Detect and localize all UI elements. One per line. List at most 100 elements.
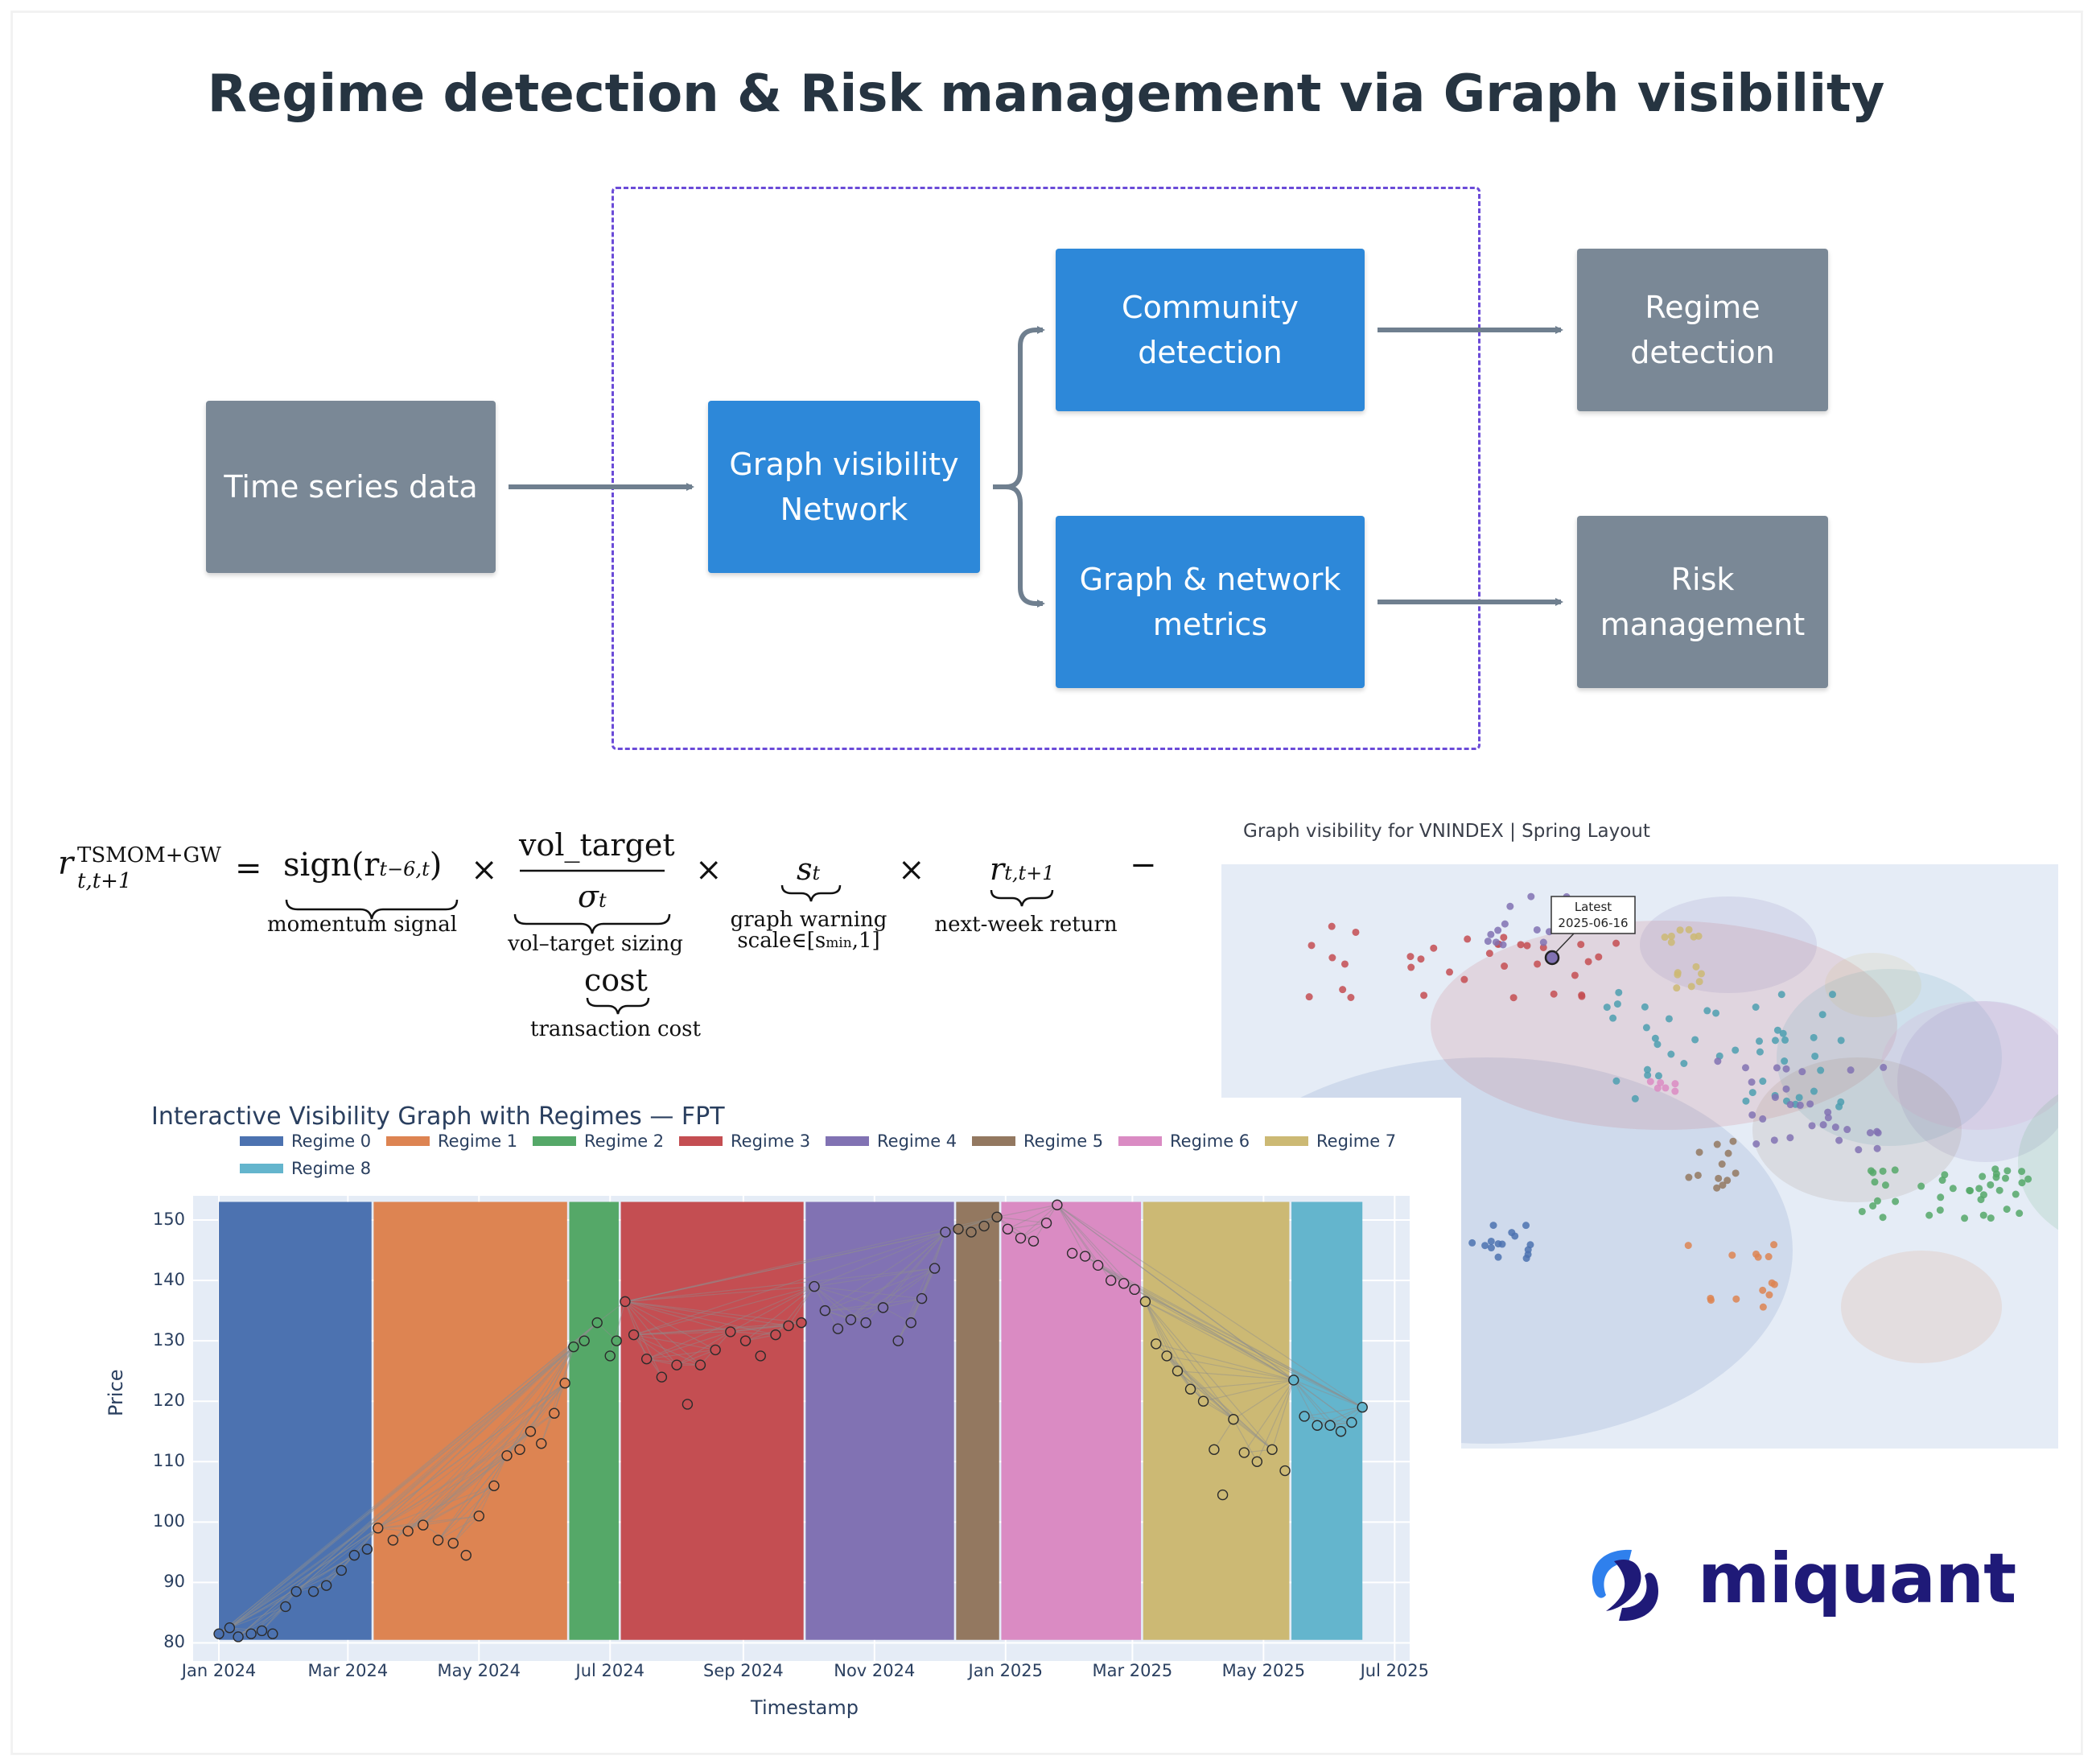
price-point[interactable] bbox=[1105, 1275, 1117, 1286]
price-point[interactable] bbox=[1129, 1284, 1140, 1296]
price-point[interactable] bbox=[1197, 1395, 1209, 1407]
price-point[interactable] bbox=[1251, 1456, 1263, 1467]
price-point[interactable] bbox=[1312, 1420, 1323, 1431]
price-point[interactable] bbox=[1217, 1489, 1229, 1501]
price-point[interactable] bbox=[579, 1335, 590, 1346]
price-point[interactable] bbox=[739, 1335, 752, 1346]
price-point[interactable] bbox=[1209, 1444, 1220, 1455]
price-point[interactable] bbox=[387, 1535, 399, 1546]
price-point[interactable] bbox=[770, 1329, 781, 1341]
price-point[interactable] bbox=[940, 1226, 951, 1238]
price-point[interactable] bbox=[245, 1628, 257, 1639]
price-point[interactable] bbox=[559, 1378, 570, 1389]
price-point[interactable] bbox=[418, 1519, 429, 1531]
legend-item-regime-5[interactable]: Regime 5 bbox=[972, 1131, 1103, 1151]
price-point[interactable] bbox=[432, 1535, 444, 1546]
legend-item-regime-8[interactable]: Regime 8 bbox=[240, 1159, 371, 1178]
legend-item-regime-2[interactable]: Regime 2 bbox=[533, 1131, 664, 1151]
price-point[interactable] bbox=[224, 1622, 236, 1634]
price-point[interactable] bbox=[1266, 1444, 1278, 1455]
price-point[interactable] bbox=[1052, 1199, 1063, 1210]
price-point[interactable] bbox=[447, 1537, 459, 1549]
price-point[interactable] bbox=[233, 1631, 244, 1642]
price-point[interactable] bbox=[1172, 1365, 1184, 1377]
price-point[interactable] bbox=[694, 1359, 706, 1370]
price-point[interactable] bbox=[819, 1304, 831, 1317]
price-point[interactable] bbox=[501, 1450, 513, 1461]
price-point[interactable] bbox=[1279, 1465, 1291, 1477]
legend-item-regime-6[interactable]: Regime 6 bbox=[1118, 1131, 1250, 1151]
price-point[interactable] bbox=[280, 1601, 291, 1613]
price-point[interactable] bbox=[1357, 1402, 1368, 1413]
price-point[interactable] bbox=[307, 1585, 319, 1597]
price-point[interactable] bbox=[373, 1523, 384, 1534]
price-point[interactable] bbox=[755, 1350, 766, 1362]
legend-item-regime-7[interactable]: Regime 7 bbox=[1265, 1131, 1396, 1151]
price-point[interactable] bbox=[1288, 1375, 1299, 1386]
price-point[interactable] bbox=[213, 1628, 224, 1639]
price-point[interactable] bbox=[1027, 1235, 1040, 1247]
price-point[interactable] bbox=[710, 1344, 721, 1356]
price-point[interactable] bbox=[460, 1549, 472, 1561]
price-point[interactable] bbox=[256, 1625, 268, 1637]
price-point[interactable] bbox=[1299, 1411, 1310, 1422]
price-point[interactable] bbox=[1151, 1338, 1162, 1350]
price-point[interactable] bbox=[1238, 1447, 1250, 1458]
price-point[interactable] bbox=[1335, 1426, 1347, 1437]
price-point[interactable] bbox=[568, 1341, 579, 1353]
price-point[interactable] bbox=[473, 1511, 484, 1522]
price-point[interactable] bbox=[549, 1407, 560, 1419]
price-point[interactable] bbox=[320, 1580, 332, 1591]
legend-item-regime-1[interactable]: Regime 1 bbox=[386, 1131, 517, 1151]
price-point[interactable] bbox=[978, 1220, 990, 1232]
price-point[interactable] bbox=[536, 1438, 547, 1449]
price-point[interactable] bbox=[1015, 1232, 1027, 1244]
price-point[interactable] bbox=[656, 1371, 668, 1383]
price-point[interactable] bbox=[267, 1628, 278, 1639]
price-point[interactable] bbox=[1228, 1414, 1239, 1425]
price-point[interactable] bbox=[877, 1302, 889, 1313]
price-point[interactable] bbox=[640, 1353, 653, 1365]
price-point[interactable] bbox=[1066, 1247, 1078, 1259]
legend-item-regime-0[interactable]: Regime 0 bbox=[240, 1131, 371, 1151]
price-point[interactable] bbox=[361, 1544, 373, 1555]
price-point[interactable] bbox=[628, 1329, 640, 1341]
price-point[interactable] bbox=[620, 1296, 631, 1308]
price-point[interactable] bbox=[832, 1323, 844, 1334]
price-point[interactable] bbox=[929, 1263, 941, 1274]
price-point[interactable] bbox=[1002, 1223, 1014, 1234]
price-point[interactable] bbox=[796, 1317, 807, 1329]
price-point[interactable] bbox=[1092, 1259, 1104, 1271]
price-point[interactable] bbox=[892, 1335, 904, 1346]
price-point[interactable] bbox=[1139, 1296, 1151, 1308]
price-point[interactable] bbox=[1079, 1251, 1091, 1262]
price-point[interactable] bbox=[1118, 1278, 1130, 1289]
legend-item-regime-4[interactable]: Regime 4 bbox=[826, 1131, 957, 1151]
price-point[interactable] bbox=[611, 1335, 622, 1346]
price-point[interactable] bbox=[348, 1549, 360, 1561]
price-point[interactable] bbox=[725, 1326, 736, 1337]
price-point[interactable] bbox=[845, 1314, 857, 1325]
price-point[interactable] bbox=[953, 1223, 964, 1234]
price-point[interactable] bbox=[682, 1399, 694, 1410]
price-point[interactable] bbox=[336, 1564, 348, 1576]
price-point[interactable] bbox=[1324, 1420, 1336, 1431]
price-point[interactable] bbox=[905, 1317, 916, 1329]
price-point[interactable] bbox=[991, 1211, 1003, 1222]
price-point[interactable] bbox=[402, 1525, 414, 1537]
price-point[interactable] bbox=[966, 1226, 977, 1238]
price-point[interactable] bbox=[1040, 1218, 1052, 1229]
price-point[interactable] bbox=[514, 1444, 525, 1455]
price-point[interactable] bbox=[1161, 1350, 1172, 1362]
price-point[interactable] bbox=[525, 1426, 537, 1437]
legend-item-regime-3[interactable]: Regime 3 bbox=[679, 1131, 810, 1151]
price-point[interactable] bbox=[671, 1359, 682, 1370]
price-point[interactable] bbox=[1346, 1416, 1357, 1428]
price-point[interactable] bbox=[290, 1585, 302, 1597]
price-point[interactable] bbox=[809, 1280, 820, 1292]
price-point[interactable] bbox=[860, 1317, 871, 1329]
price-point[interactable] bbox=[604, 1350, 616, 1362]
price-point[interactable] bbox=[916, 1292, 928, 1304]
price-point[interactable] bbox=[591, 1317, 603, 1329]
price-point[interactable] bbox=[1184, 1383, 1196, 1395]
